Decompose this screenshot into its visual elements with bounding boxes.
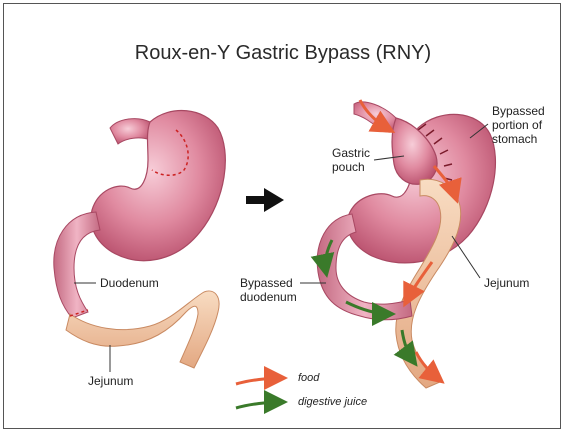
legend-juice-arrow	[236, 402, 282, 408]
label-jejunum-after: Jejunum	[484, 276, 529, 290]
label-gastric-pouch-line-2: pouch	[332, 160, 370, 174]
label-gastric-pouch-line-1: Gastric	[332, 146, 370, 160]
duodenum	[54, 212, 100, 318]
label-duodenum: Duodenum	[100, 276, 159, 290]
label-bypassed-stomach-line-1: Bypassed	[492, 104, 545, 118]
esophagus	[110, 119, 150, 144]
label-bypassed-stomach: Bypassed portion of stomach	[492, 104, 545, 146]
legend-arrows	[236, 378, 282, 408]
bypass-anatomy	[300, 100, 495, 388]
jejunum	[66, 291, 219, 368]
stomach	[91, 111, 225, 261]
label-bypassed-duodenum-line-1: Bypassed	[240, 276, 297, 290]
label-bypassed-duodenum-line-2: duodenum	[240, 290, 297, 304]
label-bypassed-stomach-line-3: stomach	[492, 132, 545, 146]
jejunum-after-pointer	[452, 236, 480, 278]
legend-juice-label: digestive juice	[298, 396, 367, 408]
legend-food-label: food	[298, 372, 319, 384]
label-bypassed-duodenum: Bypassed duodenum	[240, 276, 297, 304]
label-jejunum: Jejunum	[88, 374, 133, 388]
label-gastric-pouch: Gastric pouch	[332, 146, 370, 174]
normal-anatomy	[54, 111, 226, 372]
transition-arrow	[246, 188, 284, 212]
label-bypassed-stomach-line-2: portion of	[492, 118, 545, 132]
legend-food-arrow	[236, 378, 282, 384]
